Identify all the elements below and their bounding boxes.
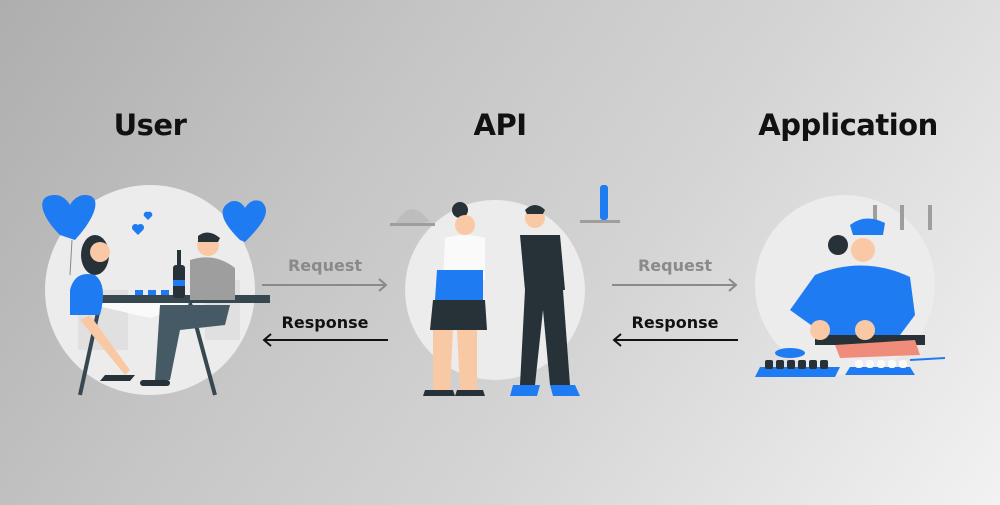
right-request-arrow	[612, 278, 738, 292]
right-request-label: Request	[637, 256, 713, 275]
right-response-arrow	[612, 333, 738, 347]
chopsticks-icon	[909, 357, 946, 361]
left-request-label: Request	[287, 256, 363, 275]
table-top	[78, 295, 270, 303]
salmon-icon	[835, 340, 920, 358]
wine-bottle-icon	[173, 250, 185, 298]
cloche-icon	[395, 209, 430, 225]
chef-figure	[790, 218, 925, 345]
title-application: Application	[758, 108, 938, 142]
utensils-icon	[873, 205, 932, 230]
heart-balloon-right-icon	[222, 200, 266, 242]
man-figure	[140, 232, 235, 386]
bottle-icon	[600, 185, 608, 220]
waitress-figure	[390, 202, 487, 396]
sushi-plate-right-icon	[845, 357, 946, 375]
left-request-arrow	[262, 278, 388, 292]
title-api: API	[473, 108, 528, 142]
woman-figure	[70, 235, 135, 381]
right-response-label: Response	[631, 313, 719, 332]
title-user: User	[113, 108, 187, 142]
heart-icon	[131, 223, 145, 235]
champagne-glasses-icon	[135, 290, 169, 295]
heart-icon	[143, 211, 153, 220]
user-illustration	[42, 185, 270, 396]
sushi-plate-left-icon	[755, 348, 840, 377]
heart-balloon-left-icon	[42, 195, 96, 276]
left-response-arrow	[262, 333, 388, 347]
left-response-label: Response	[281, 313, 369, 332]
tray-icon	[580, 220, 620, 223]
api-illustration	[390, 185, 620, 396]
application-illustration	[755, 195, 946, 377]
waiter-figure	[510, 185, 620, 396]
